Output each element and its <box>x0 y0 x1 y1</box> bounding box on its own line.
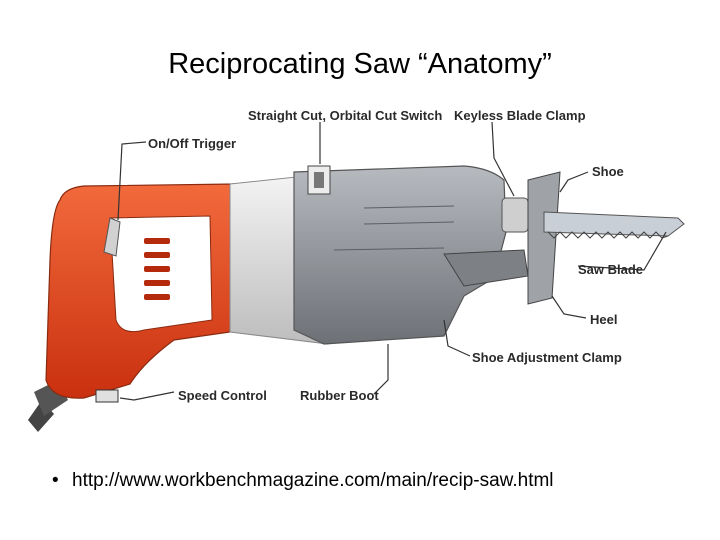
shoe <box>527 171 561 305</box>
label-shoe-adjustment-clamp: Shoe Adjustment Clamp <box>472 350 622 365</box>
source-bullet: • http://www.workbenchmagazine.com/main/r… <box>52 470 554 492</box>
label-speed-control: Speed Control <box>178 388 267 403</box>
saw-anatomy-diagram: On/Off Trigger Straight Cut, Orbital Cut… <box>28 108 685 432</box>
bullet-dot: • <box>52 470 59 491</box>
label-saw-blade: Saw Blade <box>578 262 643 277</box>
label-keyless-blade-clamp: Keyless Blade Clamp <box>454 108 586 123</box>
label-heel: Heel <box>590 312 617 327</box>
slide-title: Reciprocating Saw “Anatomy” <box>168 48 552 80</box>
speed-control-dial <box>95 389 119 403</box>
blade-clamp <box>501 197 529 233</box>
label-straight-orbital-switch: Straight Cut, Orbital Cut Switch <box>248 108 442 123</box>
saw-blade <box>543 211 685 237</box>
source-link[interactable]: http://www.workbenchmagazine.com/main/re… <box>72 470 554 491</box>
label-shoe: Shoe <box>592 164 624 179</box>
trigger <box>103 217 121 257</box>
label-on-off-trigger: On/Off Trigger <box>148 136 236 151</box>
shoe-adjustment-lever <box>443 249 529 287</box>
rubber-boot <box>293 165 507 345</box>
label-rubber-boot: Rubber Boot <box>300 388 379 403</box>
